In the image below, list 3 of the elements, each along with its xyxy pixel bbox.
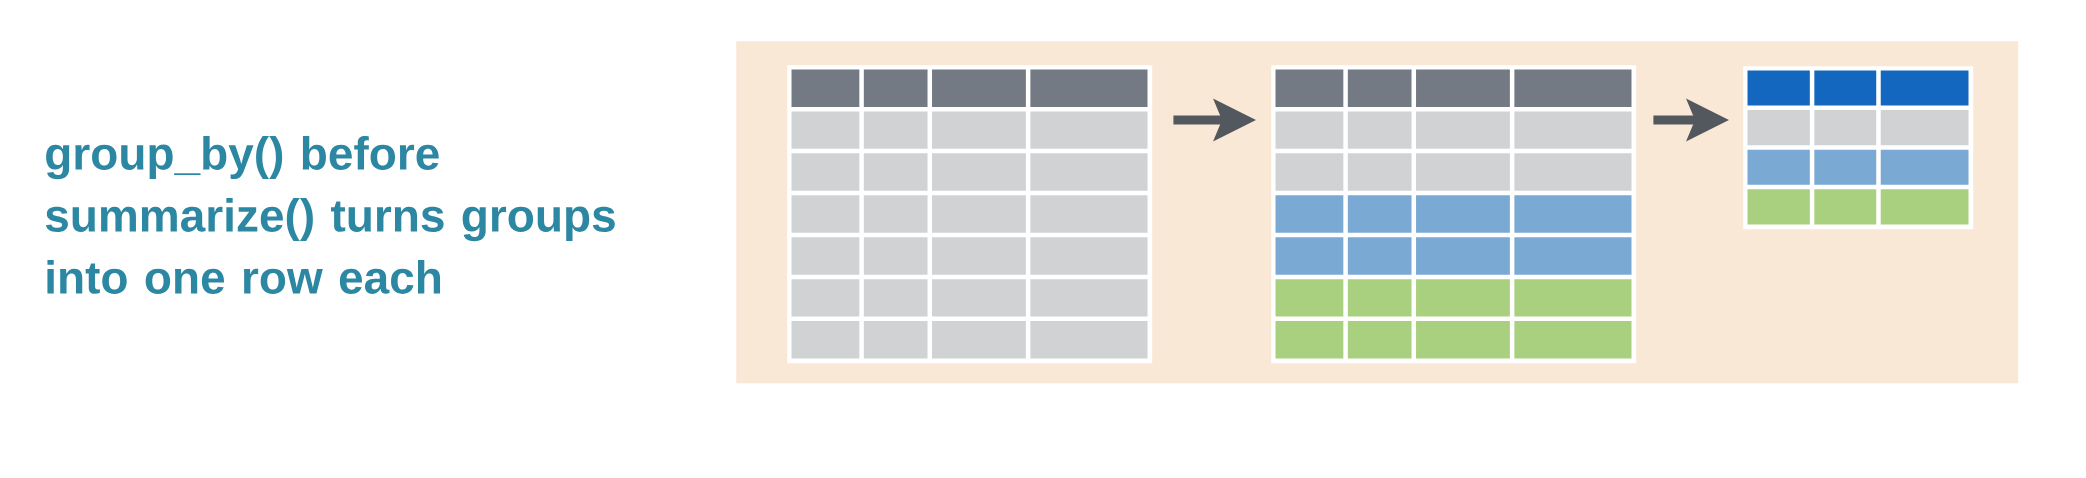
arrow [1173,98,1256,142]
title: group_by() before summarize() turns groups into one row each [45,136,615,294]
arrow [1653,98,1729,142]
